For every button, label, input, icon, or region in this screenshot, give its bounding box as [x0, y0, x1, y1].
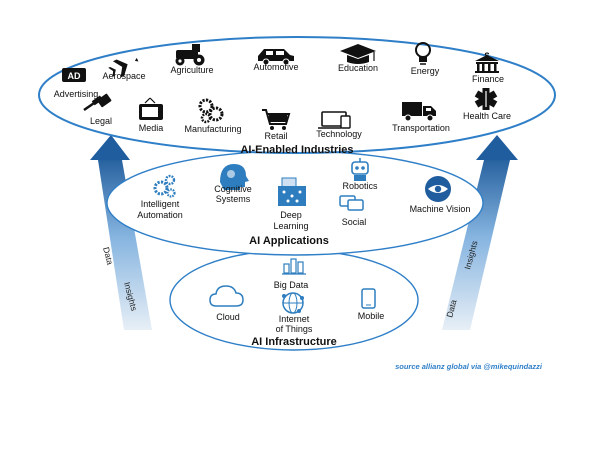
cloud-icon — [209, 285, 244, 307]
industry-label-manufacturing: Manufacturing — [184, 124, 241, 134]
ad-badge-icon: AD — [62, 68, 86, 82]
industry-label-media: Media — [139, 123, 164, 133]
industry-label-retail: Retail — [264, 131, 287, 141]
application-label-robotics: Robotics — [342, 181, 378, 191]
infrastructure-ellipse — [169, 249, 419, 351]
truck-icon — [402, 102, 436, 122]
right-flow-lower-label: Data — [444, 298, 458, 318]
tractor-icon — [175, 44, 205, 66]
bank-icon: $ — [475, 51, 499, 73]
industry-label-aerospace: Aerospace — [102, 71, 145, 81]
devices-icon — [318, 111, 351, 129]
application-label-line-automation: Automation — [137, 210, 183, 220]
infrastructure-label-line-internet: Internet — [279, 314, 310, 324]
bar-chart-icon — [282, 258, 306, 275]
gears-icon — [198, 98, 224, 124]
source-caption: source allianz global via @mikequindazzi — [395, 362, 543, 371]
industry-label-legal: Legal — [90, 116, 112, 126]
application-label-machine-vision: Machine Vision — [410, 204, 471, 214]
graduation-cap-icon — [340, 44, 376, 64]
application-label-line-cognitive: Cognitive — [214, 184, 252, 194]
infrastructure-title: AI Infrastructure — [251, 336, 337, 348]
brain-head-icon — [220, 164, 249, 190]
industries-ellipse — [38, 36, 556, 154]
industry-label-advertising: Advertising — [54, 89, 99, 99]
gavel-icon — [83, 93, 112, 112]
robot-icon — [351, 158, 369, 181]
chat-bubbles-icon — [339, 195, 364, 211]
industry-label-transportation: Transportation — [392, 123, 450, 133]
applications-title: AI Applications — [249, 235, 329, 247]
application-label-line-systems: Systems — [216, 194, 251, 204]
application-label-line-learning: Learning — [273, 221, 308, 231]
infrastructure-label-line-of-things: of Things — [276, 324, 313, 334]
industry-label-automotive: Automotive — [253, 62, 298, 72]
industry-label-technology: Technology — [316, 129, 362, 139]
gear-cluster-icon — [153, 174, 176, 198]
application-label-line-deep: Deep — [280, 210, 302, 220]
eye-icon — [425, 176, 451, 202]
industry-label-health-care: Health Care — [463, 111, 511, 121]
light-bulb-icon — [415, 42, 431, 65]
right-flow-arrow: Insights Data — [442, 135, 518, 330]
industry-label-education: Education — [338, 63, 378, 73]
airplane-icon — [108, 57, 139, 78]
television-icon — [139, 97, 163, 120]
infrastructure-label-cloud: Cloud — [216, 312, 240, 322]
neural-network-icon — [278, 177, 306, 206]
infrastructure-label-big-data: Big Data — [274, 280, 309, 290]
industry-label-agriculture: Agriculture — [170, 65, 213, 75]
globe-network-icon — [282, 292, 304, 314]
smartphone-icon — [361, 288, 376, 309]
industry-label-energy: Energy — [411, 66, 440, 76]
car-icon — [258, 49, 294, 66]
shopping-cart-icon — [262, 109, 291, 130]
industry-label-finance: Finance — [472, 74, 504, 84]
ad-badge-text: AD — [68, 71, 81, 81]
medical-star-icon — [474, 88, 498, 110]
industries-title: AI-Enabled Industries — [240, 144, 353, 156]
left-flow-upper-label: Data — [101, 246, 115, 266]
application-label-line-intelligent: Intelligent — [141, 199, 180, 209]
application-label-social: Social — [342, 217, 367, 227]
infrastructure-label-mobile: Mobile — [358, 311, 385, 321]
